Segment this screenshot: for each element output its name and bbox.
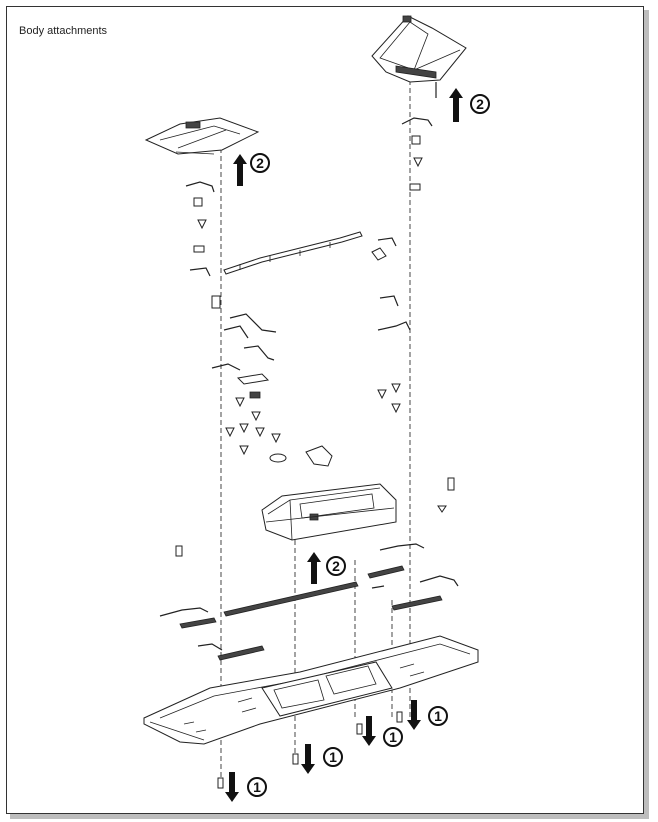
figure-title: Body attachments	[19, 25, 108, 37]
left-rail-clips	[159, 545, 265, 661]
lift-arrow-top-right: 2	[449, 88, 490, 122]
lower-trim-strip	[223, 581, 359, 617]
roof-base-panel	[143, 635, 479, 745]
callout-2-center: 2	[332, 558, 340, 574]
center-console-module	[261, 483, 397, 541]
remove-arrow-center-right: 1	[362, 716, 403, 747]
callout-1-left: 1	[253, 779, 261, 795]
callout-1-right: 1	[434, 708, 442, 724]
callout-2-top-left: 2	[256, 155, 264, 171]
right-clips-group	[377, 117, 455, 513]
remove-arrow-right: 1	[407, 700, 448, 730]
lift-arrow-top-left: 2	[233, 153, 270, 186]
lift-arrow-center: 2	[307, 552, 346, 584]
lower-screws	[217, 711, 403, 789]
frame-shadow-right	[644, 10, 649, 818]
remove-arrow-center: 1	[301, 744, 343, 774]
left-clips-group	[185, 181, 287, 463]
right-rail-clips	[367, 543, 459, 611]
remove-arrow-left: 1	[225, 772, 267, 802]
frame-shadow-bottom	[10, 814, 649, 819]
upper-trim-strip	[223, 231, 387, 275]
figure-frame	[6, 6, 644, 814]
callout-1-center-right: 1	[389, 729, 397, 745]
callout-1-center: 1	[329, 749, 337, 765]
callout-2-top-right: 2	[476, 96, 484, 112]
top-left-hinge-bracket	[144, 117, 260, 155]
top-right-hinge-bracket	[371, 15, 467, 98]
small-curved-cover	[305, 445, 333, 467]
